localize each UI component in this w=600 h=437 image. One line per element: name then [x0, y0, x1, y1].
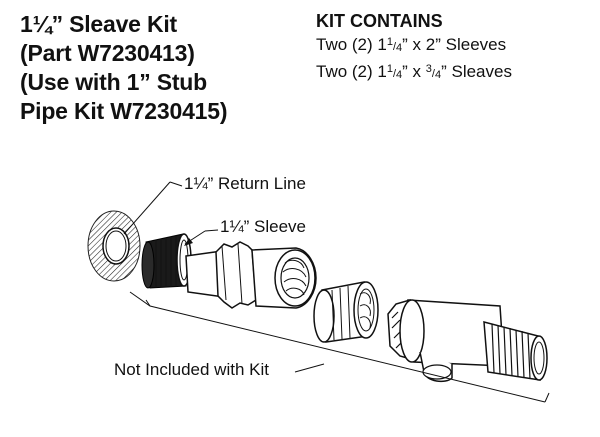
union-fitting — [215, 241, 317, 309]
sleeve-label: 1¼” Sleeve — [220, 217, 306, 236]
return-line-leader — [123, 181, 183, 235]
title-line-1: 1¼” Sleave Kit — [20, 11, 178, 37]
return-line-label: 1¼” Return Line — [184, 174, 306, 193]
kit-contents-list: Two (2) 11/4” x 2” Sleeves Two (2) 11/4”… — [316, 32, 596, 86]
sleeve-part — [141, 233, 192, 289]
not-included-bracket — [129, 291, 550, 403]
kit-item-3-4in-sleeves: Two (2) 11/4” x 3/4” Sleaves — [316, 62, 512, 81]
title-line-2: (Part W7230413) — [20, 40, 195, 66]
kit-contents: KIT CONTAINS Two (2) 11/4” x 2” Sleeves … — [316, 10, 596, 86]
kit-contents-heading: KIT CONTAINS — [316, 11, 443, 31]
wall-section — [87, 210, 141, 282]
sleeve-leader — [184, 229, 219, 246]
not-included-label: Not Included with Kit — [112, 360, 271, 380]
title-line-4: Pipe Kit W7230415) — [20, 98, 228, 124]
kit-title: 1¼” Sleave Kit (Part W7230413) (Use with… — [20, 10, 228, 126]
kit-item-2in-sleeves: Two (2) 11/4” x 2” Sleeves — [316, 35, 507, 54]
title-line-3: (Use with 1” Stub — [20, 69, 208, 95]
threaded-coupling — [313, 281, 379, 343]
valve-body — [387, 299, 548, 383]
